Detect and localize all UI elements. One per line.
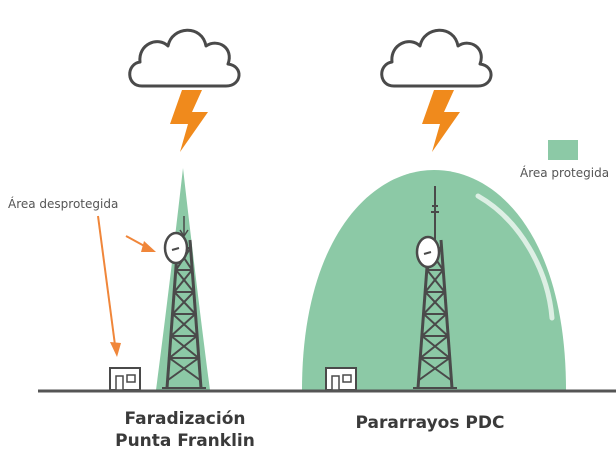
franklin-caption-line1: Faradización: [124, 409, 246, 429]
unprotected-area-label: Área desprotegida: [8, 197, 119, 211]
pdc-caption: Pararrayos PDC: [355, 413, 505, 433]
cloud-icon: [128, 28, 241, 88]
unprotected-arrows: [97, 215, 156, 357]
lightning-bolt-icon: [170, 90, 208, 152]
cloud-icon: [380, 28, 493, 88]
antenna-tower-icon: [160, 216, 208, 390]
protected-area-label: Área protegida: [520, 166, 610, 180]
franklin-caption-line2: Punta Franklin: [115, 431, 255, 451]
franklin-caption: Faradización Punta Franklin: [110, 408, 260, 452]
protected-area-legend-swatch: [548, 140, 578, 160]
lightning-bolt-icon: [422, 90, 460, 152]
building-icon: [325, 367, 357, 391]
building-icon: [109, 367, 141, 391]
antenna-tower-icon: [411, 186, 459, 390]
